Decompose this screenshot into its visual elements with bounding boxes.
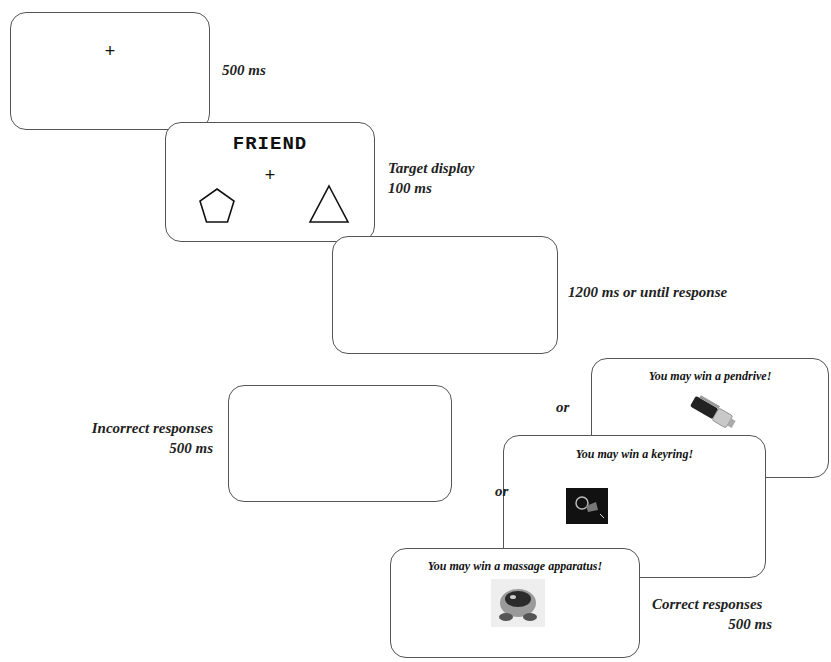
- duration-label: 500 ms: [169, 440, 213, 457]
- pentagon-shape: [198, 187, 236, 225]
- duration-label: 500 ms: [222, 62, 266, 79]
- reward-message: You may win a keyring!: [576, 447, 693, 462]
- reward-message: You may win a pendrive!: [649, 369, 772, 384]
- reward-message: You may win a massage apparatus!: [428, 559, 602, 574]
- or-label: or: [556, 399, 569, 416]
- blank-screen: [332, 236, 558, 354]
- duration-label: 1200 ms or until response: [568, 284, 727, 301]
- fixation-cross: +: [105, 41, 116, 62]
- screen-label: Incorrect responses: [92, 420, 213, 437]
- target-word: FRIEND: [233, 133, 307, 155]
- target-screen: FRIEND +: [165, 122, 375, 242]
- or-label: or: [495, 483, 508, 500]
- triangle-shape: [308, 183, 350, 225]
- screen-label: Correct responses: [652, 596, 762, 613]
- fixation-screen: +: [10, 12, 210, 130]
- fixation-cross: +: [265, 165, 276, 186]
- pendrive-picture: [686, 391, 738, 433]
- duration-label: 100 ms: [388, 180, 432, 197]
- massage-apparatus-picture: [491, 579, 545, 627]
- blank-screen: [228, 385, 452, 502]
- duration-label: 500 ms: [728, 616, 772, 633]
- keyring-picture: [566, 488, 608, 524]
- screen-label: Target display: [388, 160, 475, 177]
- reward-screen: You may win a massage apparatus!: [390, 548, 640, 658]
